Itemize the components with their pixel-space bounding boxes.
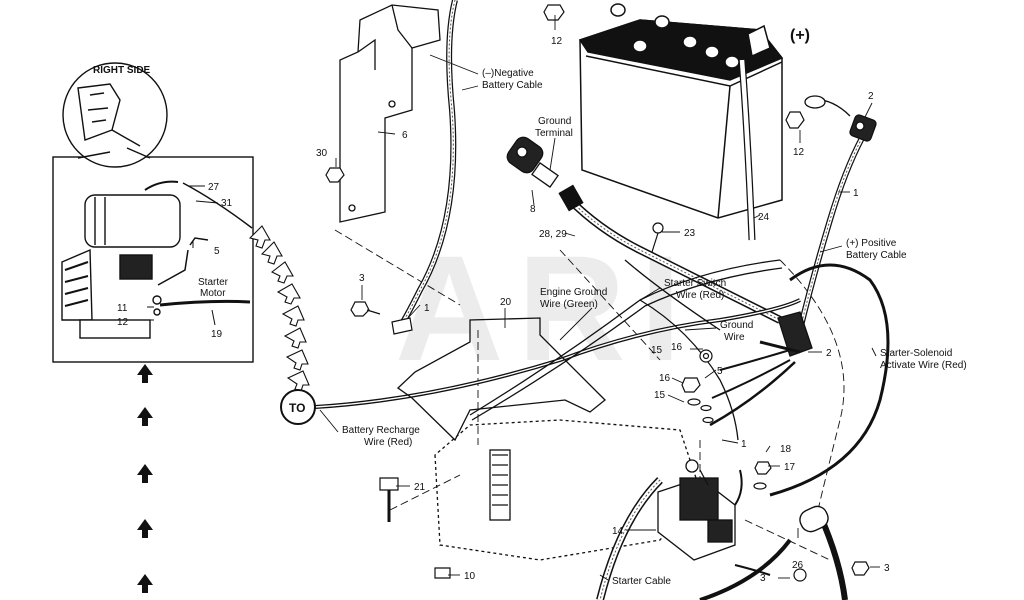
battery-side-cable	[738, 59, 756, 241]
inset-magnifier-circle	[62, 62, 168, 168]
starter-motor	[61, 194, 181, 339]
callout-30: 30	[316, 148, 328, 159]
label-starter-solenoid-wire: Starter-Solenoid Activate Wire (Red)	[880, 348, 967, 371]
ground-cable-bottom	[799, 505, 848, 600]
label-starter-switch-wire: Starter Switch Wire (Red)	[664, 278, 729, 301]
callout-24: 24	[758, 212, 770, 223]
callout-numbers: 12 2 12 6 30 8 1 24 23 28, 29 3 1 20 2 1…	[316, 36, 890, 584]
hardware	[325, 4, 870, 582]
thin-wire-bundle	[469, 259, 783, 441]
callout-16b: 16	[659, 373, 671, 384]
inset-right-side	[52, 62, 254, 363]
callout-2-mid: 2	[826, 348, 832, 359]
callout-3-bottom: 3	[760, 573, 766, 584]
to-tag-label: TO	[289, 401, 305, 415]
ground-terminal	[506, 136, 559, 188]
positive-terminal-clamp	[804, 95, 877, 142]
callout-2-top: 2	[868, 91, 874, 102]
callout-inset-11: 11	[117, 303, 128, 314]
starter-solenoid	[657, 459, 743, 561]
leader-lines	[319, 15, 880, 581]
starter-cable	[596, 477, 792, 600]
inset-frame	[52, 156, 254, 363]
cable-junction	[709, 311, 813, 427]
callout-23: 23	[684, 228, 696, 239]
callout-inset-27: 27	[208, 182, 220, 193]
callout-1-low: 1	[741, 439, 747, 450]
callout-17: 17	[784, 462, 796, 473]
battery-positive-sign: (+)	[790, 27, 810, 44]
label-positive-battery-cable: (+) Positive Battery Cable	[846, 238, 907, 261]
label-starter-cable: Starter Cable	[612, 576, 671, 587]
battery-ground-cable	[558, 184, 782, 324]
callout-20: 20	[500, 297, 512, 308]
battery	[578, 3, 784, 219]
callout-1-positive: 1	[853, 188, 859, 199]
callout-inset-12: 12	[117, 317, 129, 328]
callout-3-right: 3	[884, 563, 890, 574]
callout-3-left: 3	[359, 273, 365, 284]
callout-inset-19: 19	[211, 329, 223, 340]
inset-title: RIGHT SIDE	[93, 65, 151, 76]
label-battery-recharge-wire: Battery Recharge Wire (Red)	[342, 425, 423, 448]
callout-10: 10	[464, 571, 476, 582]
starter-solenoid-activate-wire	[769, 263, 890, 497]
callout-1-mid: 1	[424, 303, 430, 314]
callout-inset-5: 5	[214, 246, 220, 257]
vertical-arrow-column	[137, 364, 153, 593]
callout-15b: 15	[654, 390, 666, 401]
callout-14: 14	[612, 526, 624, 537]
callout-12-right: 12	[793, 147, 805, 158]
callout-inset-31: 31	[221, 198, 233, 209]
alignment-lines	[334, 229, 845, 561]
label-ground-wire: Ground Wire	[720, 320, 756, 343]
callout-21: 21	[414, 482, 426, 493]
callout-6: 6	[402, 130, 408, 141]
cable-labels: (–)Negative Battery Cable Ground Termina…	[342, 68, 967, 587]
callout-8: 8	[530, 204, 536, 215]
callout-5: 5	[717, 366, 723, 377]
label-engine-ground-wire: Engine Ground Wire (Green)	[540, 287, 610, 310]
callout-16a: 16	[671, 342, 683, 353]
callout-26: 26	[792, 560, 804, 571]
negative-battery-cable	[395, 0, 458, 332]
hollow-arrow-column	[248, 225, 310, 392]
label-ground-terminal: Ground Terminal	[535, 116, 574, 139]
positive-battery-cable	[797, 136, 865, 331]
callout-15a: 15	[651, 345, 663, 356]
label-negative-battery-cable: (–)Negative Battery Cable	[482, 68, 543, 91]
callout-18: 18	[780, 444, 792, 455]
callout-28-29: 28, 29	[539, 229, 567, 240]
to-tag: TO	[280, 389, 316, 425]
watermark: ARI	[395, 224, 695, 392]
mounting-bracket	[339, 4, 441, 223]
callout-12-top: 12	[551, 36, 563, 47]
solenoid-mount-plate	[396, 317, 701, 561]
